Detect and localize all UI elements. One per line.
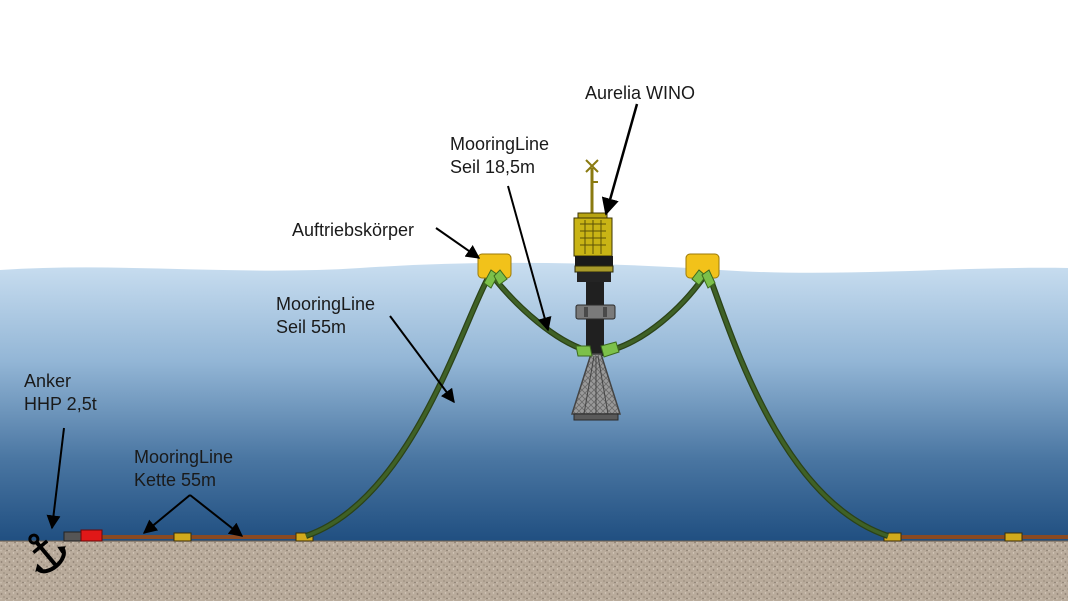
label-anchor-2: HHP 2,5t: [24, 394, 97, 414]
seabed: [0, 541, 1068, 601]
arrow-short-line: [507, 185, 552, 332]
label-chain: MooringLine Kette 55m: [134, 446, 233, 492]
label-buoy-text: Auftriebskörper: [292, 220, 415, 240]
label-chain-2: Kette 55m: [134, 470, 217, 490]
arrow-wino: [601, 103, 639, 216]
short-rope-right-inner: [611, 276, 705, 352]
label-short-line-1: MooringLine: [450, 134, 550, 154]
long-rope-right-inner: [708, 277, 889, 538]
label-long-line-1: MooringLine: [276, 294, 376, 314]
label-buoy: Auftriebskörper: [292, 219, 414, 242]
label-anchor: Anker HHP 2,5t: [24, 370, 97, 416]
wino-device: [570, 159, 622, 421]
label-short-line-2: Seil 18,5m: [450, 157, 536, 177]
connector: [600, 341, 620, 358]
chain-weight: [295, 532, 314, 542]
long-rope-left-inner: [305, 277, 490, 538]
arrow-anchor: [46, 427, 65, 530]
label-wino: Aurelia WINO: [585, 82, 695, 105]
chain-weight: [1004, 532, 1023, 542]
water-body: [0, 262, 1068, 543]
label-wino-text: Aurelia WINO: [585, 83, 696, 103]
connector: [575, 345, 593, 357]
arrow-buoy: [435, 227, 481, 259]
label-short-line: MooringLine Seil 18,5m: [450, 133, 549, 179]
label-anchor-1: Anker: [24, 371, 72, 391]
anchor-icon: [28, 533, 66, 574]
anchor-block: [80, 529, 103, 542]
label-long-line: MooringLine Seil 55m: [276, 293, 375, 339]
arrow-chain-1: [142, 494, 191, 534]
arrow-chain-2: [189, 494, 244, 537]
chain-weight: [173, 532, 192, 542]
connector: [493, 269, 508, 286]
label-chain-1: MooringLine: [134, 447, 234, 467]
connector: [701, 269, 716, 289]
arrow-long-line: [389, 315, 455, 404]
label-long-line-2: Seil 55m: [276, 317, 347, 337]
